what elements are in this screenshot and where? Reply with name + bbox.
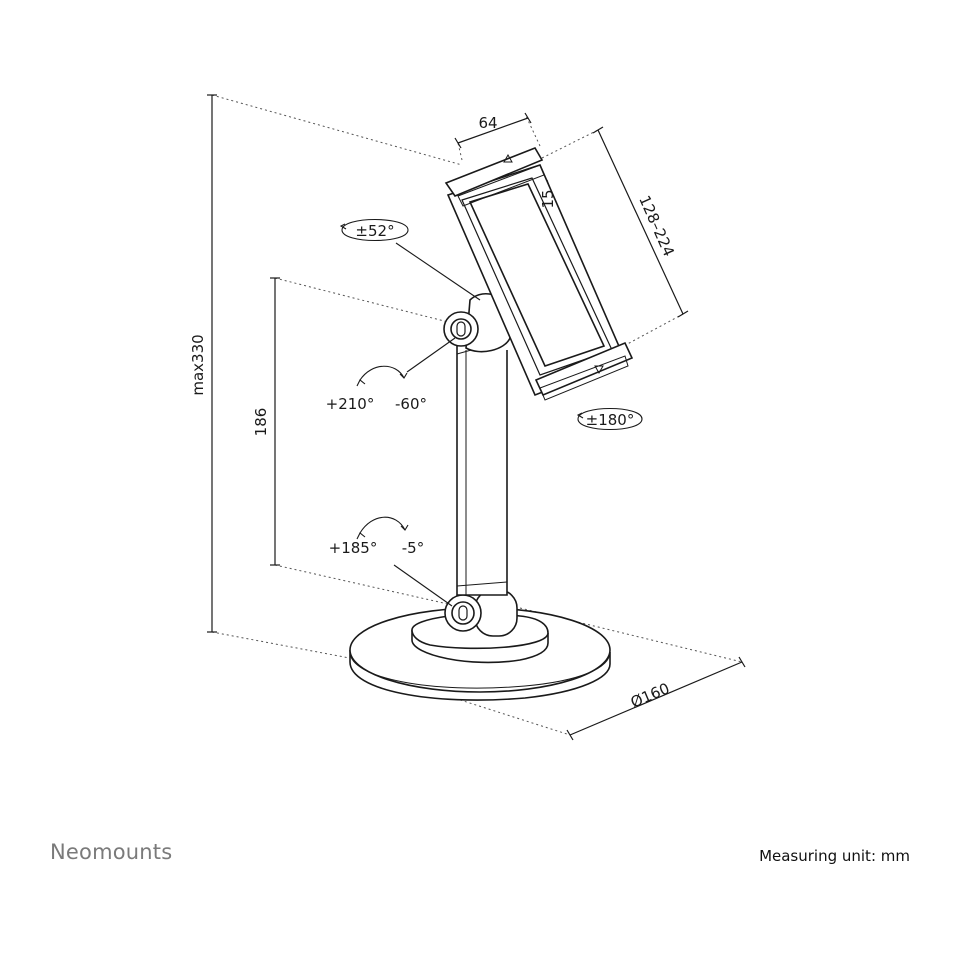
measuring-unit-note: Measuring unit: mm [759,847,910,865]
clamp-range-label: 128–224 [635,193,678,259]
upper-joint-arc-icon [359,365,405,381]
pole-height-label: 186 [252,408,270,437]
base-diameter-label: Ø160 [628,679,672,711]
upper-joint-down-label: -60° [395,395,427,413]
upper-joint-up-label: +210° [326,395,375,413]
tablet-holder [444,147,634,401]
lower-joint-down-label: -5° [402,539,424,557]
clamp-depth-label: 15 [539,189,557,208]
lower-joint [444,589,518,637]
tilt-rotation-icon [341,218,409,242]
rotation-angle-label: ±180° [586,411,635,429]
lower-joint-arc-icon [359,516,406,534]
holder-width-label: 64 [478,114,497,132]
rotation-icon [577,407,643,431]
max-height-label: max330 [189,334,207,395]
lower-joint-up-label: +185° [329,539,378,557]
tilt-angle-label: ±52° [355,222,394,240]
pole [456,339,508,596]
annotations [339,218,643,607]
brand-logo: Neomounts [50,840,173,864]
stand-drawing [349,147,634,701]
